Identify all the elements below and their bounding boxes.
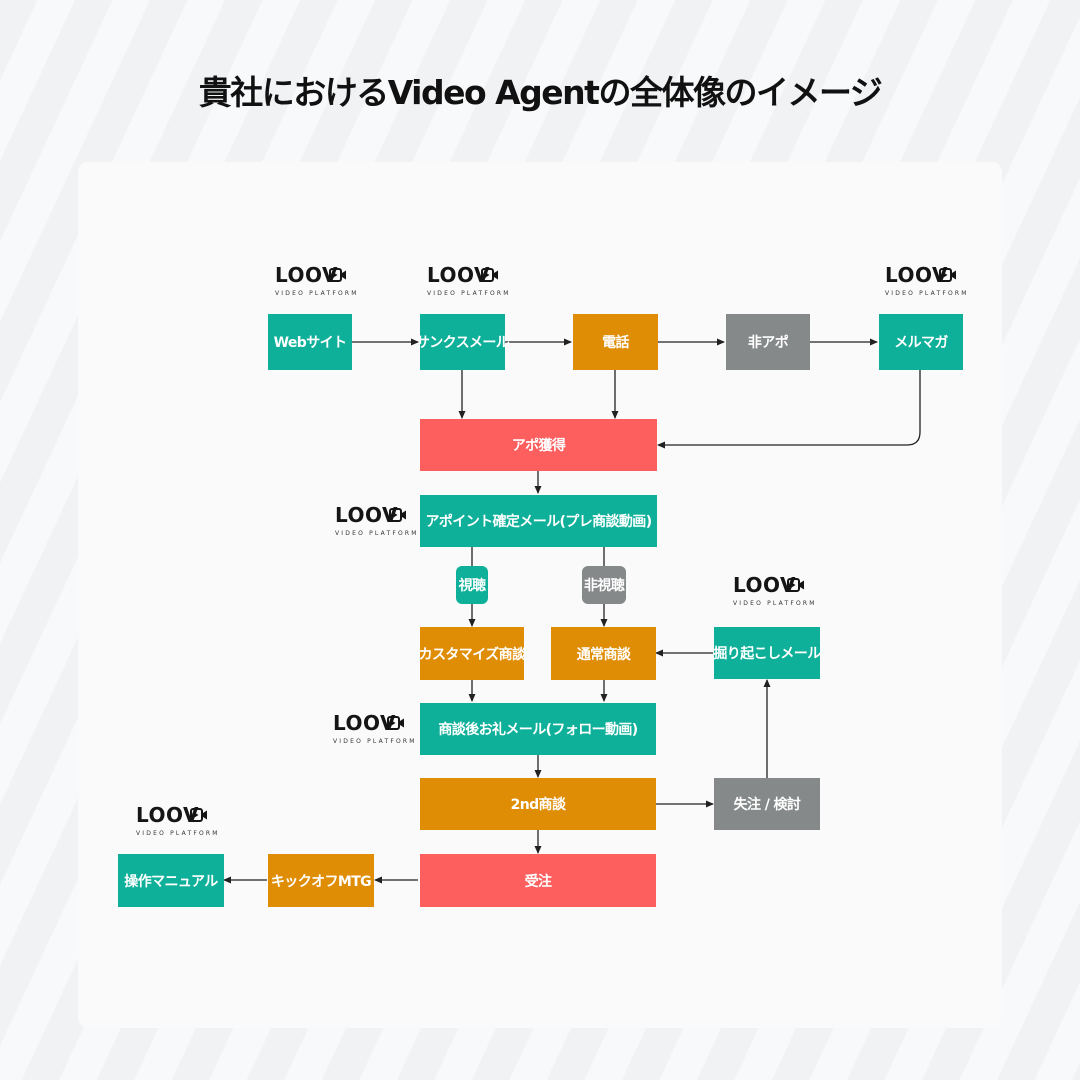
loov-logo-word: LOOV	[275, 263, 338, 287]
loov-logo: LOOV VIDEO PLATFORM	[275, 263, 356, 299]
arrow-mailmag-to-appo	[657, 370, 921, 449]
web-site-node: Webサイト	[268, 314, 352, 370]
lost-consider-node: 失注 / 検討	[714, 778, 820, 830]
loov-logo-tagline: VIDEO PLATFORM	[733, 600, 817, 607]
loov-logo-word: LOOV	[136, 803, 199, 827]
not-watched-label: 非視聴	[582, 566, 626, 604]
loov-logo-word: LOOV	[427, 263, 490, 287]
loov-logo: LOOV VIDEO PLATFORM	[333, 711, 414, 747]
loov-logo-tagline: VIDEO PLATFORM	[427, 290, 511, 297]
loov-logo-word: LOOV	[733, 573, 796, 597]
page-title: 貴社におけるVideo Agentの全体像のイメージ	[198, 73, 883, 112]
loov-logo-tagline: VIDEO PLATFORM	[333, 738, 417, 745]
loov-logo-word: LOOV	[333, 711, 396, 735]
loov-logo-tagline: VIDEO PLATFORM	[335, 530, 419, 537]
appointment-confirm-mail-node: アポイント確定メール(プレ商談動画)	[420, 495, 657, 547]
custom-meeting-node: カスタマイズ商談	[419, 627, 526, 680]
loov-logo: LOOV VIDEO PLATFORM	[427, 263, 508, 299]
appo-acquired-node: アポ獲得	[420, 419, 657, 471]
loov-logo-tagline: VIDEO PLATFORM	[275, 290, 359, 297]
mailmag-node: メルマガ	[879, 314, 963, 370]
phone-node: 電話	[573, 314, 658, 370]
second-meeting-node: 2nd商談	[420, 778, 656, 830]
order-won-node: 受注	[420, 854, 656, 907]
followup-mail-node: 商談後お礼メール(フォロー動画)	[420, 703, 656, 755]
loov-logo-word: LOOV	[335, 503, 398, 527]
video-camera-icon	[389, 508, 406, 522]
video-camera-icon	[190, 808, 207, 822]
video-camera-icon	[387, 716, 404, 730]
video-camera-icon	[939, 268, 956, 282]
thanks-mail-node: サンクスメール	[416, 314, 510, 370]
loov-logo-word: LOOV	[885, 263, 948, 287]
video-camera-icon	[787, 578, 804, 592]
non-appo-node: 非アポ	[726, 314, 810, 370]
loov-logo: LOOV VIDEO PLATFORM	[885, 263, 966, 299]
operation-manual-node: 操作マニュアル	[118, 854, 224, 907]
kickoff-mtg-node: キックオフMTG	[268, 854, 374, 907]
dig-up-mail-node: 掘り起こしメール	[713, 627, 821, 679]
video-camera-icon	[329, 268, 346, 282]
loov-logo-tagline: VIDEO PLATFORM	[136, 830, 220, 837]
loov-logo: LOOV VIDEO PLATFORM	[136, 803, 217, 839]
normal-meeting-node: 通常商談	[551, 627, 656, 680]
watched-label: 視聴	[456, 566, 488, 604]
video-camera-icon	[481, 268, 498, 282]
loov-logo-tagline: VIDEO PLATFORM	[885, 290, 969, 297]
loov-logo: LOOV VIDEO PLATFORM	[733, 573, 814, 609]
loov-logo: LOOV VIDEO PLATFORM	[335, 503, 416, 539]
